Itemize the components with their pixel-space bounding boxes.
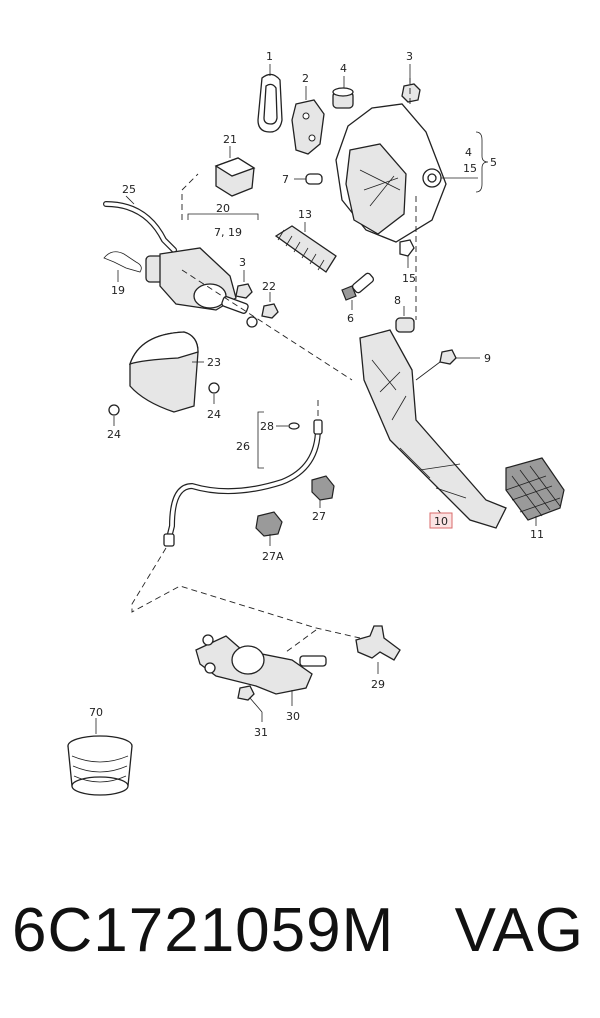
part-1-gasket: 1 bbox=[257, 50, 283, 133]
assembly-leader-lines bbox=[131, 78, 417, 653]
part-4-bushing: 4 bbox=[332, 62, 354, 109]
part-5-pedal-bracket: 4 15 5 bbox=[335, 103, 497, 243]
callout-30: 30 bbox=[286, 710, 300, 723]
part-2-plate: 2 bbox=[291, 72, 325, 155]
part-3-nut-lower: 3 bbox=[235, 256, 253, 299]
callout-20: 20 bbox=[216, 202, 230, 215]
callout-29: 29 bbox=[371, 678, 385, 691]
part-7-pin: 7 bbox=[282, 173, 323, 186]
callout-21: 21 bbox=[223, 133, 237, 146]
exploded-parts-diagram: 1 2 4 3 4 15 5 7 bbox=[67, 50, 565, 796]
callout-31: 31 bbox=[254, 726, 268, 739]
callout-27: 27 bbox=[312, 510, 326, 523]
callout-6: 6 bbox=[347, 312, 354, 325]
callout-19: 19 bbox=[111, 284, 125, 297]
callout-2: 2 bbox=[302, 72, 309, 85]
callout-27a: 27A bbox=[262, 550, 284, 563]
part-8-bushing: 8 bbox=[394, 294, 415, 333]
part-10-clutch-pedal: 10 bbox=[359, 329, 507, 529]
part-19-clip: 19 bbox=[103, 251, 142, 297]
callout-24b: 24 bbox=[207, 408, 221, 421]
callout-3-top: 3 bbox=[406, 50, 413, 63]
callout-23: 23 bbox=[207, 356, 221, 369]
callout-22: 22 bbox=[262, 280, 276, 293]
callout-10-highlight bbox=[429, 512, 453, 529]
callout-5: 5 bbox=[490, 156, 497, 169]
brand: VAG bbox=[454, 896, 584, 965]
part-15-clip: 15 bbox=[399, 239, 416, 285]
callout-13: 13 bbox=[298, 208, 312, 221]
callout-8: 8 bbox=[394, 294, 401, 307]
part-26-hydraulic-line: 26 28 bbox=[163, 411, 323, 547]
part-25-pipe: 25 bbox=[103, 183, 177, 253]
callout-15a: 15 bbox=[463, 162, 477, 175]
footer: 6C1721059M VAG bbox=[0, 895, 600, 985]
part-20-master-cylinder: 20 7, 19 bbox=[145, 202, 259, 328]
part-number: 6C1721059M bbox=[12, 896, 395, 965]
callout-25: 25 bbox=[122, 183, 136, 196]
callout-9: 9 bbox=[484, 352, 491, 365]
part-31-bolt: 31 bbox=[237, 685, 268, 739]
callout-70: 70 bbox=[89, 706, 103, 719]
part-11-pedal-pad: 11 bbox=[505, 457, 565, 541]
callout-4b: 4 bbox=[465, 146, 472, 159]
part-6-sensor: 6 bbox=[341, 272, 375, 325]
callout-11: 11 bbox=[530, 528, 544, 541]
part-24-clips: 24 24 bbox=[107, 382, 221, 441]
part-22-nut: 22 bbox=[261, 280, 279, 319]
part-29-t-piece: 29 bbox=[355, 625, 401, 691]
callout-24a: 24 bbox=[107, 428, 121, 441]
callout-1: 1 bbox=[266, 50, 273, 63]
part-3-nut-top: 3 bbox=[401, 50, 421, 103]
callout-20-sub: 7, 19 bbox=[214, 226, 242, 239]
part-23-cover: 23 bbox=[128, 331, 221, 413]
part-13-spring: 13 bbox=[274, 208, 337, 273]
callout-28: 28 bbox=[260, 420, 274, 433]
callout-15b: 15 bbox=[402, 272, 416, 285]
callout-26: 26 bbox=[236, 440, 250, 453]
part-21-switch: 21 bbox=[214, 133, 256, 197]
part-27-bracket: 27 bbox=[311, 475, 335, 523]
part-70-ring: 70 bbox=[67, 706, 133, 796]
part-30-slave-cylinder: 30 bbox=[195, 634, 327, 723]
callout-10: 10 bbox=[434, 515, 448, 528]
callout-4a: 4 bbox=[340, 62, 347, 75]
part-9-bolt: 9 bbox=[415, 349, 491, 381]
callout-3-lower: 3 bbox=[239, 256, 246, 269]
part-27a-bracket: 27A bbox=[255, 511, 284, 563]
callout-7: 7 bbox=[282, 173, 289, 186]
